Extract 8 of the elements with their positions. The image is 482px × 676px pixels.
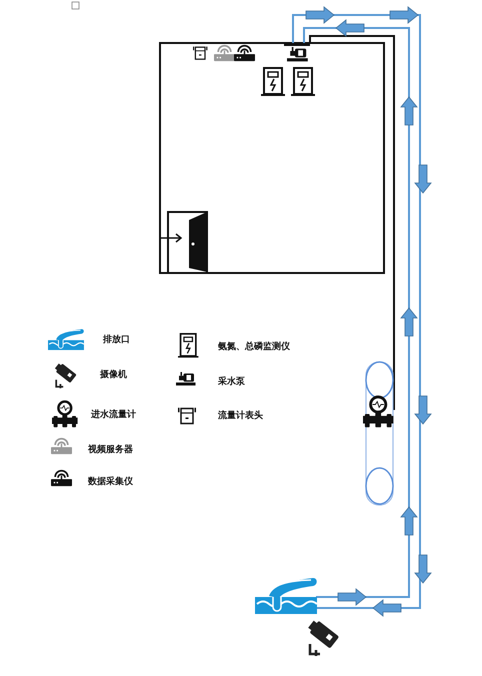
legend-label: 排放口 [103,335,130,346]
legend-label: 数据采集仪 [88,477,133,488]
legend-label: 进水流量计 [91,410,136,421]
legend-label: 摄像机 [100,370,127,381]
legend-label: 采水泵 [218,377,245,388]
legend-label: 氨氮、总磷监测仪 [218,342,290,353]
legend-label: 流量计表头 [218,411,263,422]
legend-label: 视频服务器 [88,445,133,456]
